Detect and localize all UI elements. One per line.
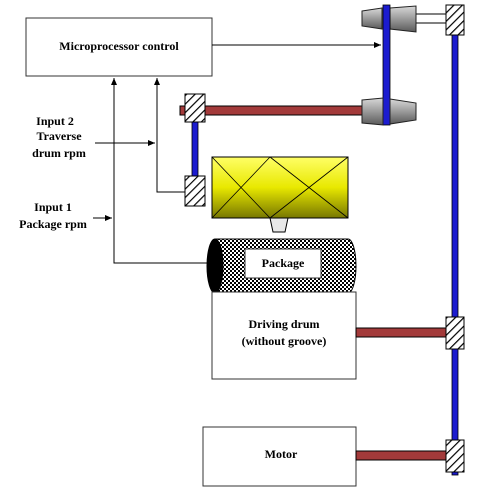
package-roll: Package xyxy=(206,238,357,294)
middle-cone-icon xyxy=(361,97,384,126)
traverse-shaft xyxy=(179,105,363,116)
signal-lines xyxy=(93,42,381,264)
input2-label-group: Input 2 Traverse drum rpm xyxy=(32,114,86,160)
microprocessor-control-block: Microprocessor control xyxy=(25,17,213,77)
driving-drum-shaft xyxy=(355,327,447,338)
traverse-drum xyxy=(211,156,349,233)
top-left-cone-icon xyxy=(361,7,383,30)
input2-label-line1: Input 2 xyxy=(36,114,74,128)
microprocessor-control-label: Microprocessor control xyxy=(59,39,179,53)
motor-label: Motor xyxy=(265,447,298,461)
top-right-hatched-pulley xyxy=(445,4,465,36)
right-vertical-belt xyxy=(451,4,459,476)
traverse-feedback-arrow xyxy=(154,78,185,193)
middle-cone-right-icon xyxy=(389,98,417,125)
traverse-guide-icon xyxy=(269,217,289,233)
top-blue-gear xyxy=(382,4,391,126)
lower-hatched-pulley xyxy=(184,175,206,207)
top-cone-assembly xyxy=(361,4,465,126)
input2-label-line2: Traverse xyxy=(36,129,82,143)
input2-label-line3: drum rpm xyxy=(32,146,86,160)
package-label: Package xyxy=(262,256,305,270)
driving-drum-block: Driving drum (without groove) xyxy=(211,291,465,380)
motor-shaft xyxy=(355,450,447,461)
top-right-cone-icon xyxy=(389,5,417,33)
traverse-drum-body xyxy=(211,156,349,219)
package-feedback-arrow xyxy=(111,78,207,264)
package-label-box xyxy=(244,248,322,279)
traverse-shaft-assembly xyxy=(179,93,417,207)
driving-drum-label-line1: Driving drum xyxy=(248,317,319,331)
driving-drum-hatched-pulley xyxy=(445,316,465,350)
motor-hatched-pulley xyxy=(445,439,465,473)
driving-drum-label-line2: (without groove) xyxy=(242,334,327,348)
input1-label-line2: Package rpm xyxy=(19,217,87,231)
input1-label-group: Input 1 Package rpm xyxy=(19,200,87,231)
package-end-cap xyxy=(206,238,224,294)
input1-label-line1: Input 1 xyxy=(34,200,72,214)
upper-hatched-pulley xyxy=(184,93,206,123)
motor-block: Motor xyxy=(202,426,465,487)
traverse-groove-lines xyxy=(211,156,349,219)
top-right-shaft-stub xyxy=(415,13,447,24)
